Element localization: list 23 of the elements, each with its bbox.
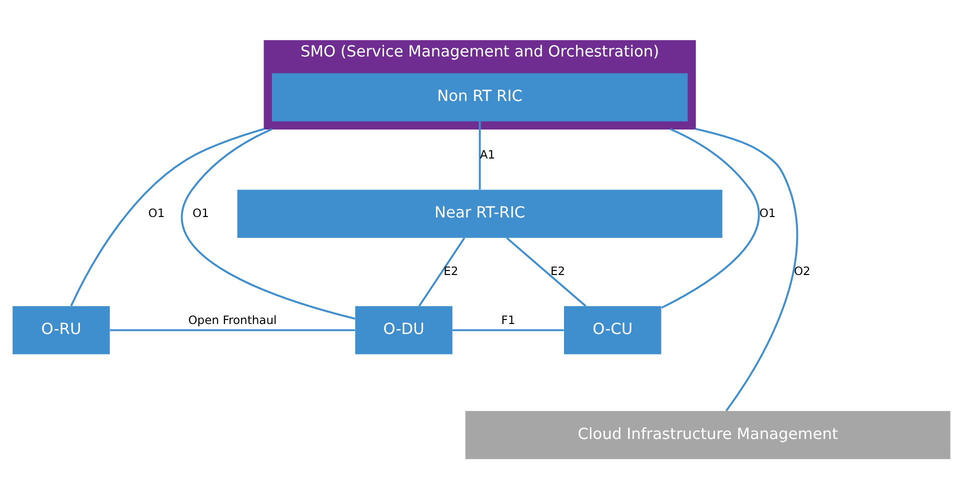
edge-label: O1	[759, 206, 776, 220]
edge-label: E2	[550, 264, 566, 278]
connector	[478, 121, 481, 190]
edge-label: F1	[501, 313, 516, 328]
edge-label: E2	[444, 264, 458, 278]
connector	[418, 237, 466, 307]
node-box: Non RT RIC	[272, 73, 688, 122]
connector	[695, 128, 798, 412]
edge-label: O1	[148, 206, 165, 220]
node-box: Cloud Infrastructure Management	[465, 411, 950, 460]
connector	[661, 128, 760, 309]
connector	[181, 128, 356, 320]
edge-label: O2	[794, 264, 810, 278]
edge-label: O1	[192, 206, 209, 220]
edge-label: Open Fronthaul	[188, 313, 277, 328]
connector	[70, 128, 265, 306]
node-box: O-CU	[564, 306, 662, 354]
node-box: Near RT-RIC	[237, 190, 722, 238]
connector	[452, 329, 564, 332]
node-box: O-RU	[12, 306, 110, 354]
connector	[506, 237, 586, 307]
node-box: O-DU	[355, 306, 452, 354]
connector	[110, 329, 355, 332]
